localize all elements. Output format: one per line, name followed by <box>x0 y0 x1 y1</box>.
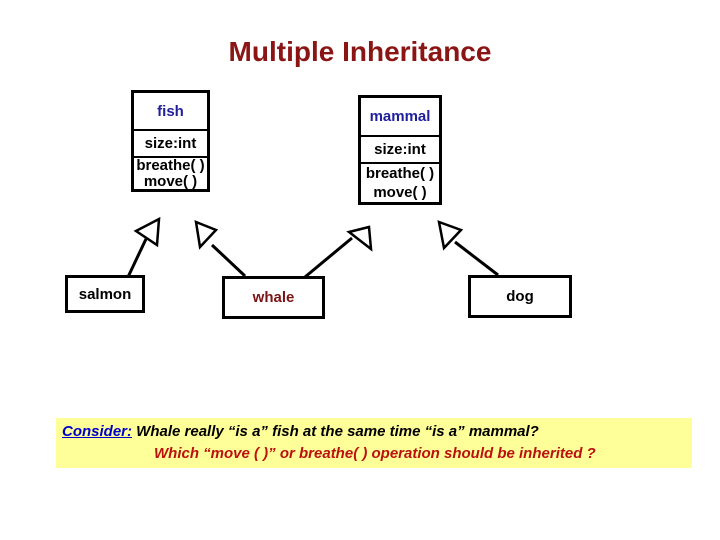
method-move: move( ) <box>143 173 198 190</box>
class-box-dog: dog <box>468 275 572 318</box>
arrow-salmon-to-fish <box>126 216 161 278</box>
class-methods-fish: breathe( ) move( ) <box>134 158 207 190</box>
generalization-arrowhead-icon <box>346 225 373 252</box>
arrow-whale-to-mammal <box>304 225 373 279</box>
generalization-arrowhead-icon <box>133 216 161 248</box>
consider-line1: Whale really “is a” fish at the same tim… <box>132 423 539 440</box>
arrow-whale-to-fish <box>194 220 247 278</box>
class-name-mammal: mammal <box>361 98 439 137</box>
class-box-whale: whale <box>222 276 325 319</box>
generalization-arrowhead-icon <box>437 220 464 251</box>
method-breathe: breathe( ) <box>136 157 205 174</box>
method-move: move( ) <box>373 184 427 201</box>
slide-title: Multiple Inheritance <box>228 36 492 67</box>
class-attribute-fish: size:int <box>134 131 207 158</box>
class-attribute-mammal: size:int <box>361 137 439 164</box>
class-methods-mammal: breathe( ) move( ) <box>361 164 439 202</box>
consider-label: Consider: <box>62 423 133 440</box>
class-box-mammal: mammal size:int breathe( ) move( ) <box>358 95 442 205</box>
arrow-dog-to-mammal <box>437 220 499 277</box>
class-box-fish: fish size:int breathe( ) move( ) <box>131 90 210 192</box>
generalization-arrowhead-icon <box>194 220 219 250</box>
consider-note: Consider: Whale really “is a” fish at th… <box>56 418 692 468</box>
class-box-salmon: salmon <box>65 275 145 313</box>
method-breathe: breathe( ) <box>365 165 435 182</box>
class-name-fish: fish <box>134 93 207 131</box>
consider-line2: Which “move ( )” or breathe( ) operation… <box>154 445 596 462</box>
